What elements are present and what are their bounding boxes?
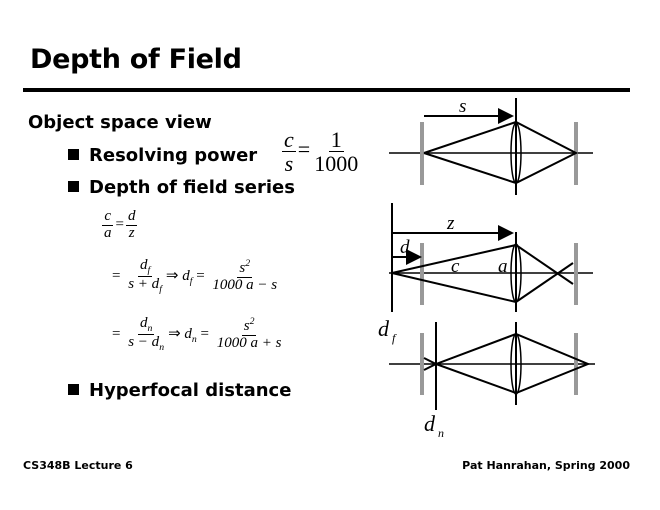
bullet-resolving-power: Resolving power	[68, 145, 257, 166]
bullet-square-icon	[68, 149, 79, 160]
label-df-sub: f	[392, 331, 397, 345]
bullet-depth-series: Depth of field series	[68, 177, 295, 198]
slide-title: Depth of Field	[30, 44, 242, 75]
title-divider	[23, 88, 630, 92]
bullet-square-icon	[68, 384, 79, 395]
label-df: d	[378, 316, 390, 341]
bullet-hyperfocal: Hyperfocal distance	[68, 380, 291, 401]
bullet-label: Hyperfocal distance	[89, 380, 292, 401]
label-c: c	[451, 256, 460, 277]
diagram-focused	[389, 98, 593, 195]
label-dn-sub: n	[438, 426, 444, 440]
footer-lecture: CS348B Lecture 6	[23, 459, 133, 472]
bullet-label: Resolving power	[89, 145, 258, 166]
diagram-far-limit	[389, 203, 593, 312]
label-s: s	[459, 96, 466, 117]
label-d: d	[400, 237, 410, 258]
diagram-near-limit	[389, 322, 595, 410]
label-z: z	[446, 213, 455, 234]
footer-author: Pat Hanrahan, Spring 2000	[462, 459, 630, 472]
label-a: a	[498, 256, 508, 277]
section-heading: Object space view	[28, 112, 212, 133]
bullet-square-icon	[68, 181, 79, 192]
label-dn: d	[424, 411, 436, 436]
bullet-label: Depth of field series	[89, 177, 295, 198]
